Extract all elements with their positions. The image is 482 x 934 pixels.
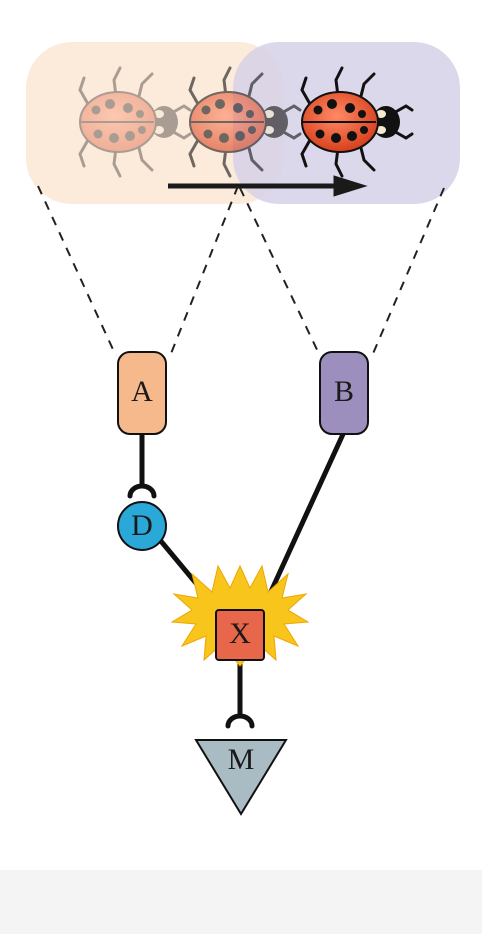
dashed-line-a-right <box>169 185 239 357</box>
node-b: B <box>319 351 369 435</box>
node-a-shape <box>117 351 167 435</box>
node-b-shape <box>319 351 369 435</box>
node-m-shape <box>194 739 288 816</box>
node-m-label: M <box>228 743 255 776</box>
synapse-cup-x-m <box>225 713 255 729</box>
node-x: X <box>215 609 265 661</box>
node-b-label: B <box>334 375 354 408</box>
dashed-line-a-left <box>37 185 117 357</box>
node-d: D <box>117 501 167 551</box>
dashed-line-b-left <box>239 187 321 357</box>
node-d-label: D <box>131 509 153 542</box>
field-projection-lines <box>37 185 445 357</box>
node-m: M <box>194 739 288 816</box>
node-a: A <box>117 351 167 435</box>
bottom-band <box>0 870 482 934</box>
node-a-label: A <box>131 375 153 408</box>
synapse-cup-a-d <box>127 483 157 499</box>
node-x-label: X <box>229 617 251 650</box>
node-x-shape <box>215 609 265 661</box>
motion-arrow <box>168 175 368 197</box>
node-d-shape <box>117 501 167 551</box>
dashed-line-b-right <box>371 187 445 357</box>
connection-b-to-x <box>265 429 347 601</box>
